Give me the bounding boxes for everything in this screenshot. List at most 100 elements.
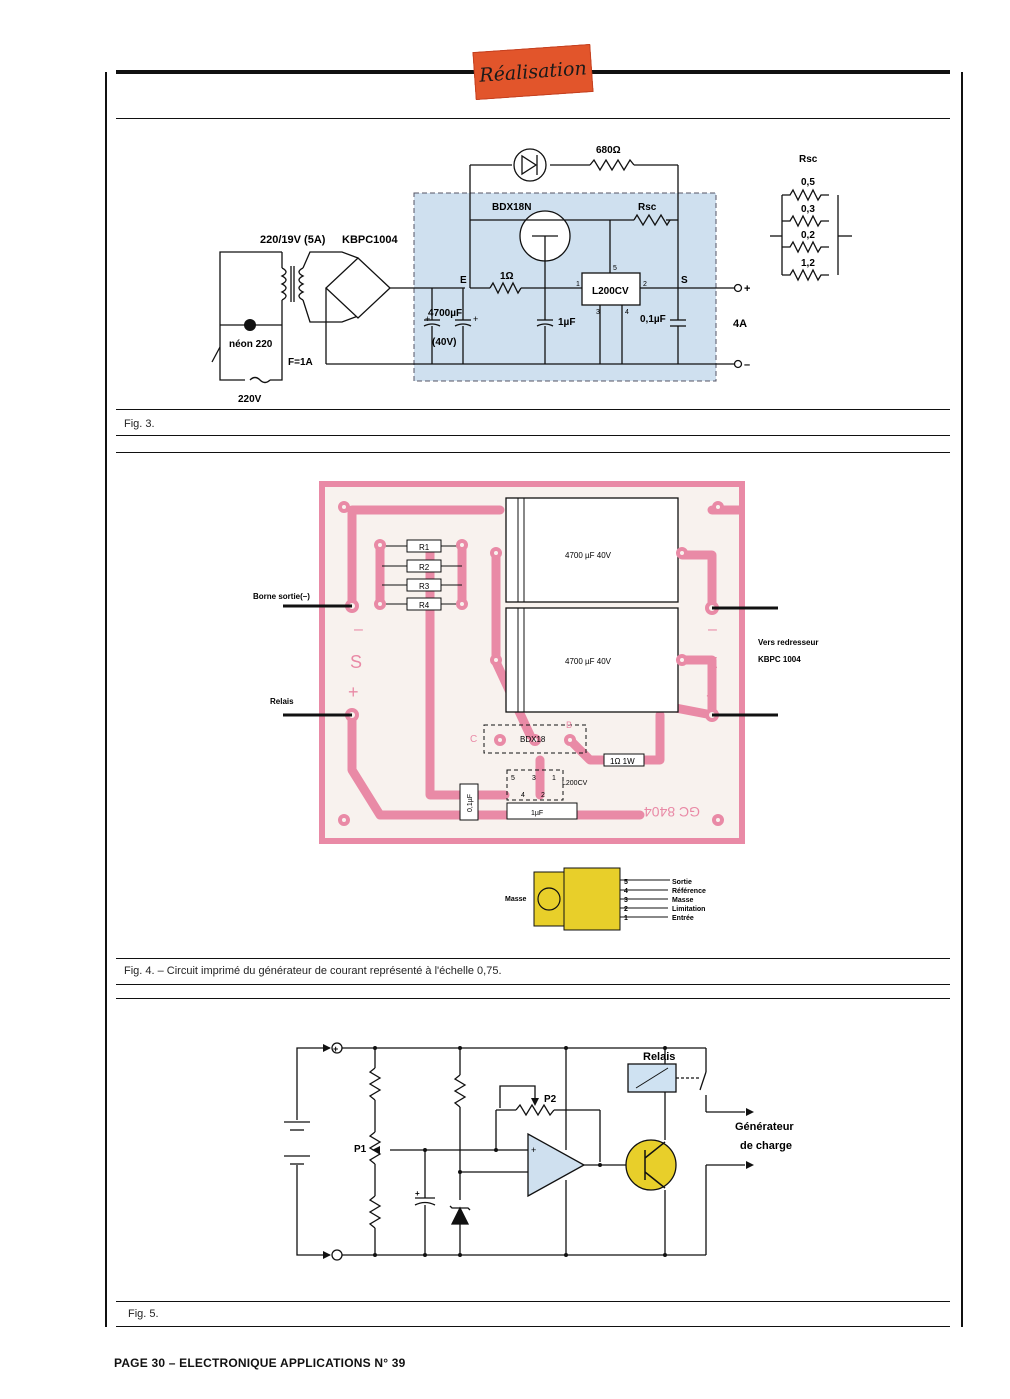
pinout-masse-label: Masse [505,896,527,903]
left-margin-line [105,72,107,1327]
cap-main-label: 4700µF [428,308,462,319]
pcb-r1w-label: 1Ω 1W [610,757,635,766]
right-margin-line [961,72,963,1327]
fig5-caption-rule-top [116,1301,950,1302]
pinout-name-3: Masse [672,897,694,904]
fig5-caption-rule-bottom [116,1326,950,1327]
pinout-num-3: 3 [624,897,628,904]
cap-1uf-label: 1µF [558,317,575,328]
page-footer: PAGE 30 – ELECTRONIQUE APPLICATIONS N° 3… [114,1356,406,1370]
ic-pin-2: 2 [643,281,647,288]
rsc-value-2: 0,2 [801,230,815,241]
fig4-pcb: Borne sortie(–) Relais Vers redresseur K… [253,481,819,931]
pinout-num-2: 2 [624,906,628,913]
pcb-l200 [506,769,564,801]
pcb-mark-minus-right: – [708,621,717,638]
pcb-relais: Relais [270,697,294,706]
fig5-generateur-2: de charge [740,1140,792,1152]
pinout-name-2: Limitation [672,906,705,913]
mains-label: 220V [238,394,262,405]
pcb-c01-label: 0,1µF [467,794,474,812]
pcb-cap-1 [505,497,679,603]
fig5-p2-label: P2 [544,1094,557,1105]
pcb-ic-pin-2: 2 [541,792,545,799]
pcb-r2: R2 [419,563,430,572]
pcb-mark-s: S [350,652,362,672]
pcb-cap2-label: 4700 µF 40V [565,657,612,666]
pcb-ic-pin-3: 3 [532,775,536,782]
rsc-network-title: Rsc [799,154,818,165]
current-label: 4A [733,318,747,330]
pinout-name-5: Sortie [672,879,692,886]
cap-01uf-label: 0,1µF [640,314,666,325]
fig3-caption-rule-top [116,409,950,410]
fig5-transistor [625,1139,677,1191]
ic-pin-1: 1 [576,281,580,288]
pcb-kbpc: KBPC 1004 [758,655,801,664]
pcb-ic-pin-5: 5 [511,775,515,782]
ic-pin-5: 5 [613,265,617,272]
fig5-top-rule [116,998,950,999]
fuse-label: F=1A [288,357,313,368]
cap-main-voltage-label: (40V) [432,337,456,348]
pcb-ref: GC 8404 [644,804,700,820]
ic-pin-3: 3 [596,309,600,316]
pcb-r4: R4 [419,601,430,610]
pcb-r3: R3 [419,582,430,591]
transistor-label: BDX18N [492,202,531,213]
ic-pin-4: 4 [625,309,629,316]
fig3-caption-rule-bottom [116,435,950,436]
node-e-label: E [460,275,467,286]
pcb-r1: R1 [419,543,430,552]
pinout-name-1: Entrée [672,915,694,922]
node-s-label: S [681,275,688,286]
pcb-borne-sortie: Borne sortie(–) [253,592,310,601]
rsc-label: Rsc [638,202,657,213]
fig5-plus-terminal: + [333,1044,338,1054]
pinout-body [563,867,621,931]
fig4-caption-rule-bottom [116,984,950,985]
pcb-vers-redresseur: Vers redresseur [758,638,819,647]
pcb-bdx-label: BDX18 [520,735,546,744]
rsc-value-1: 0,3 [801,204,815,215]
pinout-num-5: 5 [624,879,628,886]
pcb-ic-pin-4: 4 [521,792,525,799]
pcb-bdx18 [483,724,587,754]
fig5-cap-plus: + [415,1189,420,1198]
r-1ohm-label: 1Ω [500,271,514,282]
fig5-p1-label: P1 [354,1144,367,1155]
transformer-label: 220/19V (5A) [260,234,326,246]
pcb-ic-pin-1: 1 [552,775,556,782]
fig3-caption: Fig. 3. [124,418,155,430]
fig5-caption: Fig. 5. [128,1308,159,1320]
output-plus-label: + [744,283,750,295]
r-680-label: 680Ω [596,145,621,156]
rsc-value-3: 1,2 [801,258,815,269]
pcb-cap-2 [505,607,679,713]
fig3-schematic: 220/19V (5A) KBPC1004 néon 220 F=1A 220V… [211,145,852,405]
bridge-label: KBPC1004 [342,234,399,246]
fig5-opamp-plus: + [531,1145,536,1155]
fig4-caption-rule-top [116,958,950,959]
fig5-relais-label: Relais [643,1051,675,1063]
ic-label: L200CV [592,286,629,297]
pcb-l200-label: L200CV [562,780,588,787]
fig5-generateur-1: Générateur [735,1121,794,1133]
fig4-top-rule [116,452,950,453]
pinout-name-4: Référence [672,888,706,895]
cap-main-plus-1: + [425,314,430,324]
pcb-mark-c: C [470,734,477,745]
pcb-cap1-label: 4700 µF 40V [565,551,612,560]
pcb-mark-minus-left: – [354,621,363,638]
pcb-mark-plus-right: + [706,686,717,706]
pcb-mark-plus-left: + [348,682,359,702]
fig3-top-rule [116,118,950,119]
pcb-mark-b: B [566,720,572,730]
neon-lamp [244,319,256,331]
pinout-num-4: 4 [624,888,628,895]
output-minus-label: – [744,359,750,371]
pinout-num-1: 1 [624,915,628,922]
pcb-c1-label: 1µF [531,810,543,817]
cap-main-plus-2: + [473,314,478,324]
rsc-value-0: 0,5 [801,177,815,188]
